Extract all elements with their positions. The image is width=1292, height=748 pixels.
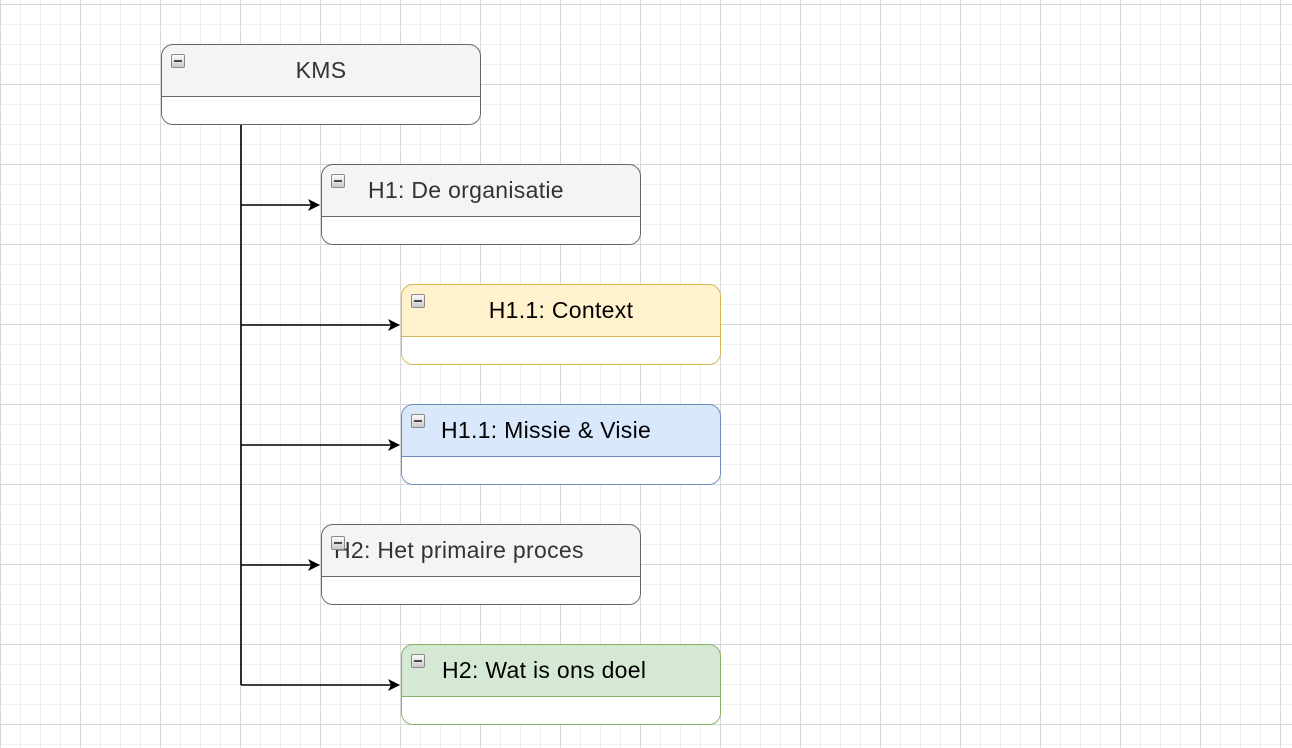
- node-kms[interactable]: KMS: [161, 44, 481, 125]
- node-body[interactable]: [402, 337, 720, 364]
- collapse-minus-icon[interactable]: [411, 414, 425, 428]
- node-body[interactable]: [402, 457, 720, 484]
- collapse-minus-icon[interactable]: [171, 54, 185, 68]
- node-body[interactable]: [322, 217, 640, 244]
- node-header[interactable]: KMS: [162, 45, 480, 97]
- collapse-minus-icon[interactable]: [411, 294, 425, 308]
- node-header[interactable]: H1.1: Missie & Visie: [402, 405, 720, 457]
- node-title: KMS: [295, 57, 347, 83]
- node-h1-1-context[interactable]: H1.1: Context: [401, 284, 721, 365]
- node-body[interactable]: [162, 97, 480, 124]
- node-h2-wat-is-ons-doel[interactable]: H2: Wat is ons doel: [401, 644, 721, 725]
- node-h1-de-organisatie[interactable]: H1: De organisatie: [321, 164, 641, 245]
- node-title: H2: Wat is ons doel: [442, 657, 647, 683]
- node-header[interactable]: H2: Het primaire proces: [322, 525, 640, 577]
- node-title: H2: Het primaire proces: [334, 537, 584, 563]
- node-header[interactable]: H2: Wat is ons doel: [402, 645, 720, 697]
- collapse-minus-icon[interactable]: [411, 654, 425, 668]
- node-h2-het-primaire-proces[interactable]: H2: Het primaire proces: [321, 524, 641, 605]
- node-header[interactable]: H1.1: Context: [402, 285, 720, 337]
- node-body[interactable]: [322, 577, 640, 604]
- node-header[interactable]: H1: De organisatie: [322, 165, 640, 217]
- node-body[interactable]: [402, 697, 720, 724]
- node-h1-1-missie-visie[interactable]: H1.1: Missie & Visie: [401, 404, 721, 485]
- collapse-minus-icon[interactable]: [331, 536, 345, 550]
- collapse-minus-icon[interactable]: [331, 174, 345, 188]
- node-title: H1: De organisatie: [368, 177, 564, 203]
- node-title: H1.1: Context: [488, 297, 634, 323]
- node-title: H1.1: Missie & Visie: [441, 417, 652, 443]
